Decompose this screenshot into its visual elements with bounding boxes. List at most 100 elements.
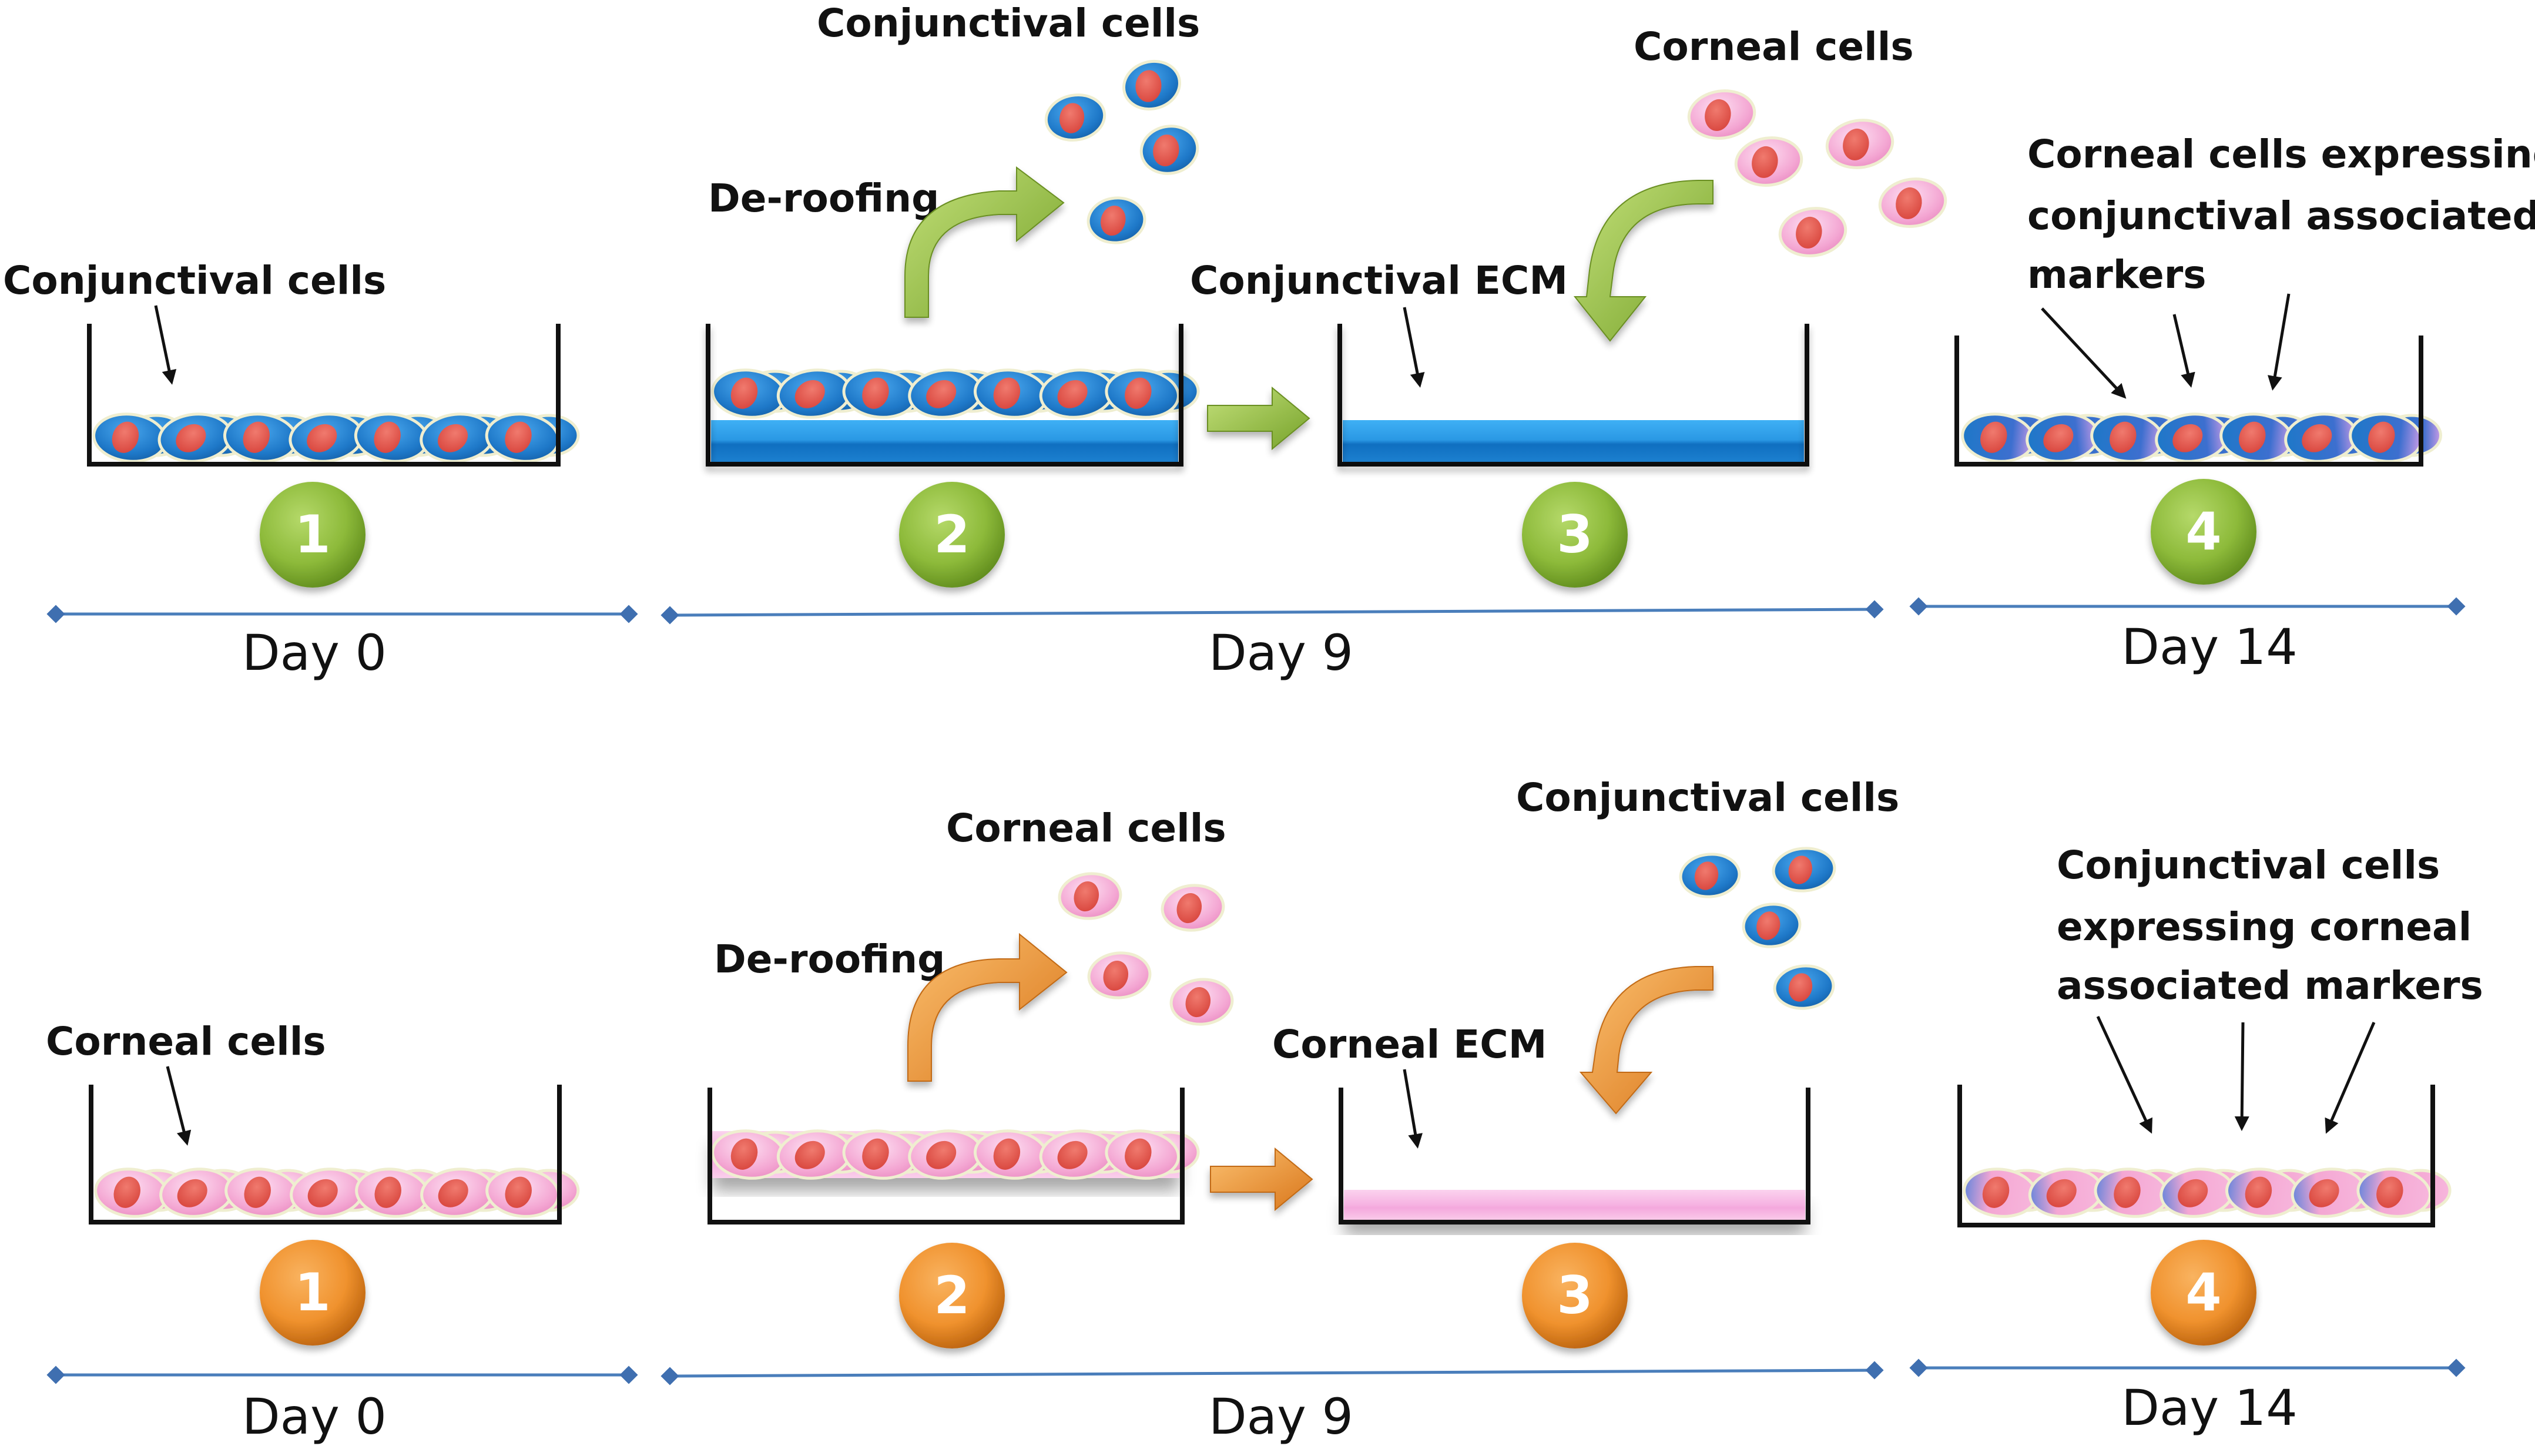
nucleus-icon	[177, 1179, 207, 1207]
diamond-endpoint-icon	[46, 605, 65, 623]
nucleus-icon	[1796, 216, 1822, 249]
result-label-line: conjunctival associated	[2027, 193, 2535, 239]
cell-icon	[1039, 368, 1115, 419]
step-badge-3: 3	[1522, 1243, 1628, 1348]
culture-dish	[1337, 324, 1809, 467]
nucleus-icon	[993, 377, 1021, 409]
pointer-arrow-icon	[1403, 1069, 1423, 1149]
badge-number: 4	[2185, 1262, 2221, 1323]
ecm-layer	[711, 420, 1178, 464]
stage-4: Conjunctival cells expressing corneal as…	[1957, 843, 2485, 1346]
stage-2: Corneal cells De-roofing 2	[707, 806, 1313, 1348]
cell-icon	[223, 412, 299, 463]
pointer-arrow-icon	[1403, 307, 1425, 388]
cell-icon	[420, 412, 495, 463]
nucleus-icon	[1896, 187, 1922, 219]
cell-icon	[1169, 978, 1234, 1026]
step-badge-1: 1	[260, 1240, 366, 1346]
nucleus-icon	[1153, 134, 1179, 167]
culture-dish	[1957, 1085, 2435, 1227]
nucleus-icon	[438, 1179, 468, 1207]
cell-monolayer	[92, 412, 580, 463]
badge-circle	[899, 1243, 1005, 1348]
cell-icon	[973, 1129, 1049, 1180]
stage-1: Corneal cells 1	[46, 1019, 580, 1346]
stage-2: Conjunctival cells De-roofing 2	[706, 1, 1310, 588]
timeline-segment: Day 0	[46, 605, 638, 682]
diamond-endpoint-icon	[619, 1366, 638, 1384]
cell-icon	[1058, 872, 1122, 920]
result-label: Conjunctival cells expressing corneal as…	[2057, 843, 2485, 1008]
process-label: De-roofing	[714, 937, 945, 982]
removed-cells-label: Conjunctival cells	[817, 1, 1200, 46]
transfer-arrow-icon	[1210, 1147, 1313, 1212]
diamond-endpoint-icon	[1909, 597, 1928, 616]
nucleus-icon	[862, 377, 889, 409]
cell-icon	[420, 1168, 495, 1218]
nucleus-icon	[1057, 1140, 1088, 1169]
pointer-arrow-icon	[166, 1066, 192, 1146]
nucleus-icon	[113, 1176, 140, 1208]
cell-icon	[908, 1129, 983, 1180]
nucleus-icon	[2046, 1179, 2077, 1207]
day-label: Day 9	[1209, 1388, 1353, 1445]
pointer-arrow-icon	[154, 305, 177, 385]
day-label: Day 14	[2121, 618, 2297, 676]
culture-dish	[89, 1085, 562, 1224]
cell-icon	[2028, 1168, 2104, 1218]
step-badge-3: 3	[1522, 482, 1628, 588]
cell-icon	[1734, 136, 1803, 187]
diamond-endpoint-icon	[2447, 1358, 2466, 1377]
nucleus-icon	[1074, 881, 1099, 912]
result-label-line: Corneal cells expressing	[2027, 132, 2535, 177]
nucleus-icon	[244, 1176, 271, 1208]
cell-icon	[1105, 368, 1180, 419]
culture-dish	[87, 324, 561, 467]
cell-icon	[1087, 196, 1146, 244]
cell-icon	[711, 368, 786, 419]
badge-number: 1	[294, 1262, 330, 1323]
ecm-label: Conjunctival ECM	[1190, 258, 1568, 303]
cell-icon	[1044, 93, 1106, 142]
diamond-endpoint-icon	[1865, 600, 1884, 619]
cell-icon	[1963, 1168, 2038, 1218]
cell-icon	[1139, 125, 1199, 175]
cell-monolayer	[711, 368, 1200, 419]
nucleus-icon	[1843, 128, 1869, 160]
cell-icon	[1878, 177, 1947, 228]
nucleus-icon	[1982, 1176, 2010, 1208]
row-conjunctival-source: Conjunctival cells 1 Conjunctival cells …	[3, 1, 2535, 682]
transfer-arrow-icon	[1207, 386, 1310, 451]
nucleus-icon	[2114, 1176, 2141, 1208]
timeline-segment: Day 0	[46, 1366, 638, 1445]
badge-circle	[260, 482, 366, 588]
cell-icon	[290, 1168, 364, 1218]
nucleus-icon	[2043, 424, 2074, 452]
cell-icon	[2094, 1168, 2169, 1218]
badge-circle	[2151, 1240, 2256, 1346]
cell-icon	[2284, 412, 2358, 463]
nucleus-icon	[176, 424, 206, 452]
diamond-endpoint-icon	[1909, 1358, 1928, 1377]
stage-3: Corneal cells Conjunctival ECM 3	[1190, 24, 1947, 588]
nucleus-icon	[1788, 856, 1812, 884]
day-label: Day 0	[242, 1388, 387, 1445]
nucleus-icon	[374, 421, 401, 453]
nucleus-icon	[1176, 893, 1202, 924]
result-label-line: expressing corneal	[2057, 904, 2472, 950]
day-label: Day 9	[1209, 624, 1353, 682]
cell-monolayer	[1963, 1168, 2452, 1218]
nucleus-icon	[307, 424, 337, 452]
cell-icon	[1778, 207, 1847, 257]
cell-monolayer	[711, 1129, 1200, 1180]
badge-number: 4	[2185, 501, 2221, 562]
diamond-endpoint-icon	[1865, 1361, 1884, 1380]
nucleus-icon	[374, 1176, 401, 1208]
badge-circle	[260, 1240, 366, 1346]
badge-number: 1	[294, 504, 330, 565]
timeline: Day 0 Day 9 Day 14	[46, 1358, 2466, 1445]
cell-icon	[1679, 853, 1741, 898]
timeline: Day 0 Day 9 Day 14	[46, 597, 2466, 682]
badge-circle	[1522, 1243, 1628, 1348]
